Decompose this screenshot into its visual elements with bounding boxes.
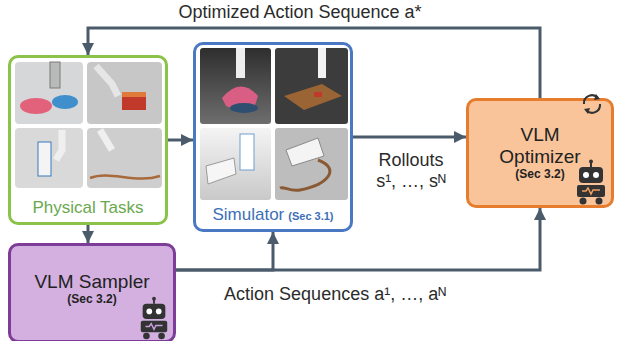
- section-ref: (Sec 3.1): [288, 210, 333, 223]
- gripper: [286, 138, 324, 166]
- blue-bowl: [52, 95, 78, 109]
- sampler-box: VLM Sampler(Sec 3.2): [8, 243, 176, 341]
- robot-body: [141, 321, 167, 332]
- flow-arrow: [176, 232, 273, 270]
- milk-carton: [38, 142, 51, 176]
- real-photo-box: [87, 62, 162, 124]
- robot-pulse: [582, 188, 600, 194]
- photo-ground: [87, 128, 162, 188]
- flow-arrow: [168, 139, 193, 142]
- robot-head: [579, 167, 603, 183]
- robot-eye: [583, 172, 589, 178]
- sim-render-bowl: [200, 48, 271, 124]
- robot-wheel: [143, 333, 150, 340]
- optimizer-box: VLM Optimizer(Sec 3.2): [466, 98, 614, 208]
- edge-label: Action Sequences a¹, …, aᴺ: [200, 284, 470, 305]
- robot-eye: [156, 309, 162, 315]
- sim-render-carton: [200, 128, 271, 200]
- render-ground: [200, 128, 271, 200]
- node-title: Physical Tasks: [32, 198, 143, 218]
- brown-box: [284, 84, 342, 110]
- robot-eye: [146, 309, 152, 315]
- cycle-head: [584, 108, 590, 114]
- red-box: [122, 96, 146, 110]
- robot-arm: [100, 130, 112, 150]
- node-title: Simulator: [212, 205, 284, 225]
- edge-label: Rollouts s¹, …, sᴺ: [366, 150, 456, 191]
- blue-bowl: [230, 103, 258, 113]
- task-panel: Physical Tasks: [8, 55, 168, 225]
- gripper: [50, 62, 60, 88]
- section-ref: (Sec 3.2): [515, 168, 564, 182]
- robot-arm: [96, 66, 118, 96]
- robot-body: [577, 185, 605, 197]
- gripper: [236, 48, 245, 78]
- sim-render-box: [275, 48, 348, 124]
- gripper: [206, 158, 236, 184]
- robot-arm: [56, 130, 62, 160]
- render-ground: [200, 48, 271, 124]
- box-lid: [122, 92, 146, 97]
- photo-ground: [15, 62, 83, 124]
- antenna-tip: [589, 160, 593, 164]
- real-photo-bowls: [15, 62, 83, 124]
- robot-wheel: [580, 198, 587, 205]
- robot-wheel: [158, 333, 165, 340]
- node-title: VLM Sampler: [34, 271, 149, 293]
- antenna-tip: [152, 297, 156, 301]
- node-title: VLM Optimizer: [490, 124, 590, 168]
- photo-ground: [15, 128, 83, 188]
- sim-render-rope: [275, 128, 348, 200]
- robot-head: [143, 304, 166, 319]
- photo-ground: [87, 62, 162, 124]
- real-photo-rope: [87, 128, 162, 188]
- flow-arrow: [88, 28, 540, 98]
- real-photo-carton: [15, 128, 83, 188]
- rope: [280, 160, 330, 190]
- simulator-panel: Simulator (Sec 3.1): [193, 42, 353, 232]
- render-ground: [275, 128, 348, 200]
- robot-icon: [137, 296, 171, 340]
- robot-eye: [593, 172, 599, 178]
- pink-bowl: [20, 98, 52, 114]
- section-ref: (Sec 3.2): [67, 293, 116, 307]
- flow-arrow: [87, 225, 90, 243]
- edge-label: Optimized Action Sequence a*: [150, 2, 450, 23]
- rope: [90, 175, 160, 178]
- flow-arrow: [353, 136, 466, 139]
- gripper: [318, 48, 326, 78]
- robot-wheel: [596, 198, 603, 205]
- milk-carton: [240, 134, 254, 170]
- render-ground: [275, 48, 348, 124]
- cycle-icon: [579, 91, 605, 117]
- cycle-head: [594, 94, 600, 100]
- robot-pulse: [146, 324, 163, 330]
- red-block: [314, 92, 322, 97]
